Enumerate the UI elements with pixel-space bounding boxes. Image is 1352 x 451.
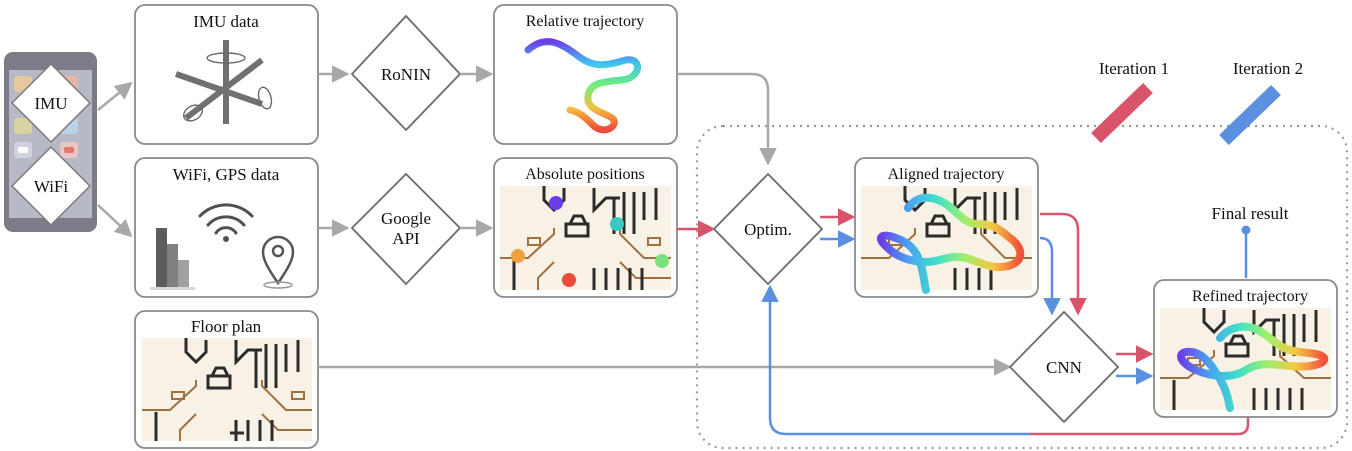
google-label-line2: API [392, 229, 420, 248]
google-api-node: Google API [350, 172, 462, 286]
signal-bars-icon [150, 228, 195, 290]
wifi-gps-box: WiFi, GPS data [134, 157, 319, 298]
imu-data-title: IMU data [193, 12, 259, 31]
relative-trajectory-curve [524, 38, 641, 134]
imu-diamond: IMU [10, 62, 92, 144]
arrow-relative-to-optim [677, 72, 777, 166]
relative-trajectory-box: Relative trajectory [493, 4, 678, 145]
imu-label: IMU [34, 94, 67, 113]
position-dot [562, 273, 576, 287]
absolute-positions-title: Absolute positions [525, 166, 645, 183]
legend: Iteration 1 Iteration 2 [1091, 59, 1303, 146]
wifi-diamond: WiFi [10, 145, 92, 227]
feedback-line-iter2 [761, 284, 1030, 436]
legend-iter1-swatch [1091, 82, 1153, 144]
refined-trajectory-curve [1177, 322, 1329, 412]
imu-axes-icon [175, 40, 264, 124]
ronin-node: RoNIN [350, 14, 462, 132]
optim-node: Optim. [712, 172, 824, 286]
wifi-label: WiFi [34, 177, 69, 196]
arrow-phone-to-wifi [97, 204, 133, 238]
wifi-gps-title: WiFi, GPS data [173, 165, 280, 184]
final-result-dot [1241, 225, 1251, 235]
arrow-aligned-to-cnn-iter2 [1039, 236, 1061, 316]
location-pin-icon [261, 235, 295, 289]
iteration-region [695, 124, 1349, 450]
relative-trajectory-title: Relative trajectory [526, 13, 645, 30]
position-dot [549, 196, 563, 210]
arrow-aligned-to-cnn-iter1 [1040, 212, 1087, 316]
refined-trajectory-title: Refined trajectory [1192, 288, 1308, 305]
absolute-positions-box: Absolute positions [493, 157, 678, 298]
floor-plan-map [142, 338, 312, 441]
optim-label: Optim. [744, 220, 792, 239]
aligned-trajectory-title: Aligned trajectory [888, 166, 1005, 183]
wifi-icon [198, 203, 254, 242]
position-dot [655, 254, 669, 268]
cnn-node: CNN [1008, 310, 1120, 424]
legend-iter2-label: Iteration 2 [1233, 59, 1303, 78]
ronin-label: RoNIN [381, 65, 431, 84]
feedback-line-iter1 [1030, 418, 1250, 436]
imu-data-box: IMU data [134, 4, 319, 145]
aligned-trajectory-box: Aligned trajectory [854, 157, 1039, 298]
google-label-line1: Google [381, 209, 431, 228]
aligned-trajectory-curve [877, 193, 1025, 294]
position-dot [511, 249, 525, 263]
refined-trajectory-box: Refined trajectory [1153, 279, 1338, 418]
floor-plan-box: Floor plan [134, 310, 319, 449]
final-result-label: Final result [1212, 204, 1289, 223]
cnn-label: CNN [1046, 358, 1082, 377]
arrow-phone-to-imu [97, 81, 133, 111]
smartphone: IMU WiFi [4, 52, 97, 232]
legend-iter2-swatch [1219, 84, 1281, 146]
floor-plan-title: Floor plan [191, 317, 262, 336]
position-dot [610, 217, 624, 231]
legend-iter1-label: Iteration 1 [1099, 59, 1169, 78]
